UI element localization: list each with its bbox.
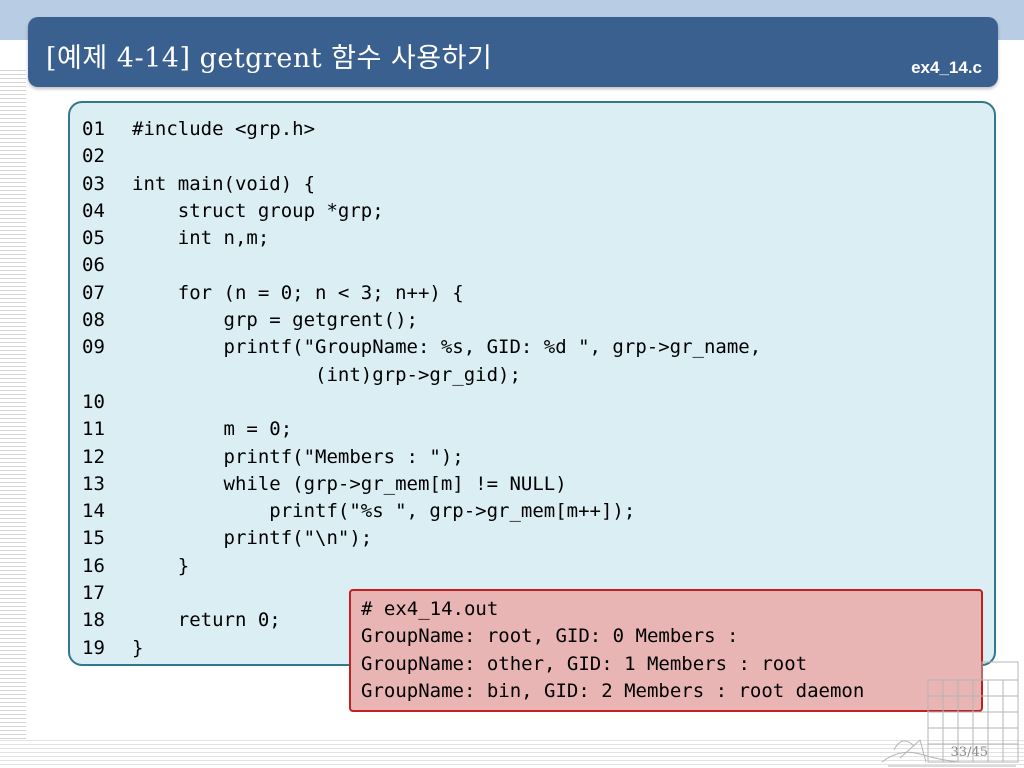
code-text: while (grp->gr_mem[m] != NULL) <box>132 472 567 495</box>
code-text: return 0; <box>132 609 281 632</box>
line-number: 11 <box>82 418 105 441</box>
code-text: } <box>132 636 144 659</box>
code-line: 04 struct group *grp; <box>82 198 761 225</box>
code-line: 03 int main(void) { <box>82 171 761 198</box>
code-line: 09 printf("GroupName: %s, GID: %d ", grp… <box>82 334 761 361</box>
page-number: 33/45 <box>950 745 988 760</box>
title-bar <box>28 17 998 87</box>
file-name-label: ex4_14.c <box>911 58 982 77</box>
line-number: 19 <box>82 636 105 659</box>
code-text: printf("Members : "); <box>132 445 464 468</box>
code-line: 01 #include <grp.h> <box>82 116 761 143</box>
code-line: 17 <box>82 580 761 607</box>
code-line: 11 m = 0; <box>82 416 761 443</box>
line-number: 01 <box>82 118 105 140</box>
building-sketch-icon <box>881 661 1019 767</box>
code-panel <box>68 101 996 666</box>
output-line: GroupName: root, GID: 0 Members : <box>361 625 739 648</box>
code-text: grp = getgrent(); <box>132 309 418 332</box>
line-number: 15 <box>82 527 105 550</box>
line-number: 08 <box>82 309 105 332</box>
line-number: 18 <box>82 609 105 632</box>
code-line: 02 <box>82 143 761 170</box>
code-line: 19} <box>82 635 761 662</box>
program-output: # ex4_14.out GroupName: root, GID: 0 Mem… <box>361 596 864 705</box>
line-number: 12 <box>82 445 105 468</box>
output-line: # ex4_14.out <box>361 598 499 620</box>
line-number: 05 <box>82 227 105 250</box>
line-number: 10 <box>82 390 105 413</box>
code-line: 06 <box>82 252 761 279</box>
code-line: 14 printf("%s ", grp->gr_mem[m++]); <box>82 498 761 525</box>
left-stripe-decoration <box>0 70 26 768</box>
code-text: for (n = 0; n < 3; n++) { <box>132 281 464 304</box>
code-line: (int)grp->gr_gid); <box>82 362 761 389</box>
line-number: 13 <box>82 472 105 495</box>
output-line: GroupName: other, GID: 1 Members : root <box>361 652 808 675</box>
output-panel <box>349 589 983 712</box>
line-number: 07 <box>82 281 105 304</box>
line-number: 02 <box>82 145 105 168</box>
code-line: 18 return 0; <box>82 607 761 634</box>
code-text: m = 0; <box>132 418 293 441</box>
bottom-stripe-decoration <box>0 740 1024 768</box>
code-text: #include <grp.h> <box>132 118 316 140</box>
code-text: printf("\n"); <box>132 527 373 550</box>
line-number: 16 <box>82 554 105 577</box>
code-text: (int)grp->gr_gid); <box>132 363 521 386</box>
code-line: 12 printf("Members : "); <box>82 444 761 471</box>
code-line: 10 <box>82 389 761 416</box>
code-text: int n,m; <box>132 227 270 250</box>
line-number: 06 <box>82 254 105 277</box>
code-text: printf("GroupName: %s, GID: %d ", grp->g… <box>132 336 762 359</box>
line-number: 03 <box>82 172 105 195</box>
line-number: 17 <box>82 582 105 605</box>
code-line: 08 grp = getgrent(); <box>82 307 761 334</box>
code-line: 05 int n,m; <box>82 225 761 252</box>
code-line: 16 } <box>82 553 761 580</box>
code-listing: 01 #include <grp.h> 02 03 int main(void) {… <box>82 116 761 662</box>
line-number: 14 <box>82 500 105 523</box>
output-line: GroupName: bin, GID: 2 Members : root da… <box>361 679 865 702</box>
line-number: 04 <box>82 199 105 222</box>
code-text: printf("%s ", grp->gr_mem[m++]); <box>132 500 636 523</box>
code-text: int main(void) { <box>132 172 316 195</box>
code-text: } <box>132 554 190 577</box>
code-line: 07 for (n = 0; n < 3; n++) { <box>82 280 761 307</box>
line-number: 09 <box>82 336 105 359</box>
code-line: 13 while (grp->gr_mem[m] != NULL) <box>82 471 761 498</box>
code-text: struct group *grp; <box>132 199 384 222</box>
code-line: 15 printf("\n"); <box>82 525 761 552</box>
slide-title: [예제 4-14] getgrent 함수 사용하기 <box>46 43 493 74</box>
